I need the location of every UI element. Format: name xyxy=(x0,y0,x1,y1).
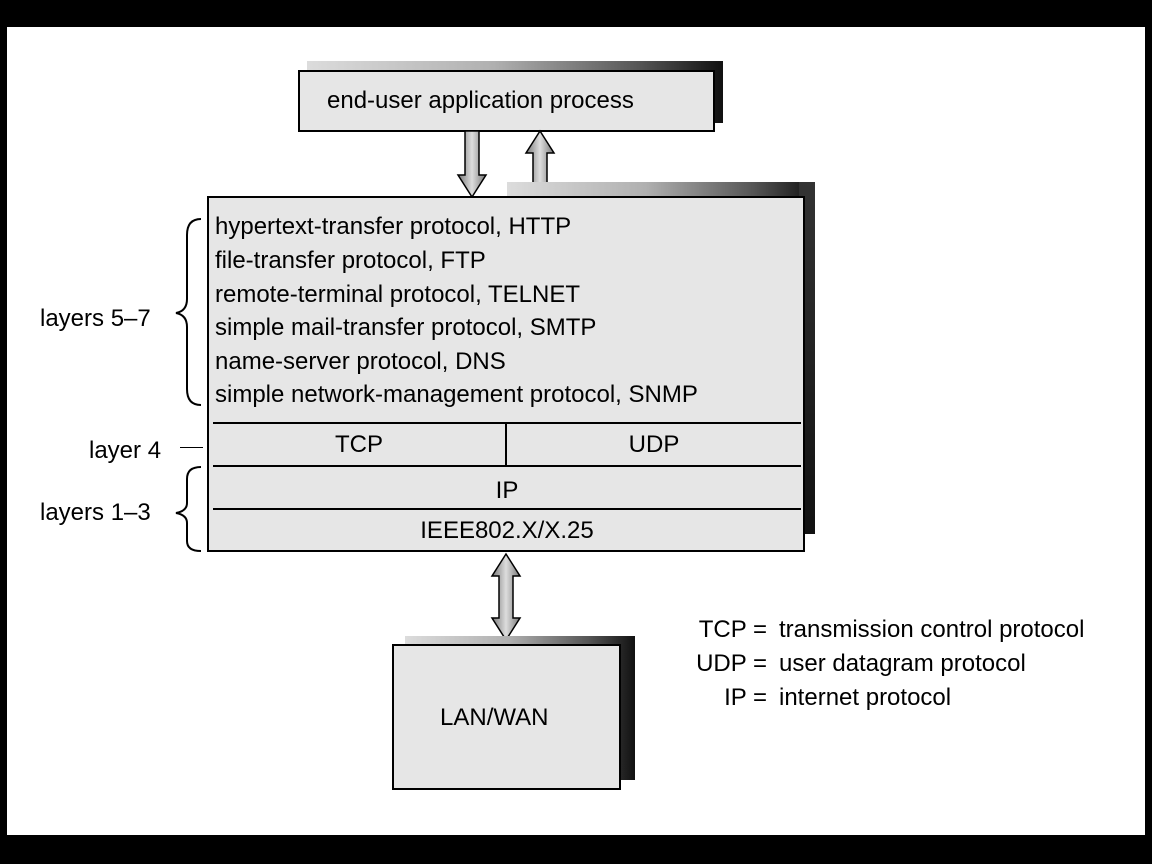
protocol-http: hypertext-transfer protocol, HTTP xyxy=(215,213,572,240)
bottom-box: LAN/WAN xyxy=(392,644,621,790)
legend-meaning-ip: internet protocol xyxy=(779,684,952,711)
protocol-dns: name-server protocol, DNS xyxy=(215,348,506,375)
divider-tcp-udp xyxy=(505,423,507,465)
bidirectional-arrow xyxy=(490,552,522,642)
label-layers-5-7: layers 5–7 xyxy=(40,305,151,332)
legend: TCP = transmission control protocol UDP … xyxy=(667,615,1137,715)
protocol-smtp: simple mail-transfer protocol, SMTP xyxy=(215,314,597,341)
network-ip: IP xyxy=(495,477,519,504)
top-box: end-user application process xyxy=(298,70,715,132)
protocol-ftp: file-transfer protocol, FTP xyxy=(215,247,486,274)
legend-meaning-tcp: transmission control protocol xyxy=(779,616,1085,643)
divider-transport-network xyxy=(213,465,801,467)
brace-layers-1-3 xyxy=(175,466,202,552)
protocol-snmp: simple network-management protocol, SNMP xyxy=(215,381,698,408)
legend-abbr-ip: IP = xyxy=(724,684,767,711)
protocol-stack: hypertext-transfer protocol, HTTP file-t… xyxy=(207,196,805,552)
divider-app-transport xyxy=(213,422,801,424)
top-box-label: end-user application process xyxy=(327,87,634,114)
legend-meaning-udp: user datagram protocol xyxy=(779,650,1026,677)
layer-4-tick xyxy=(180,447,203,448)
bottom-box-label: LAN/WAN xyxy=(440,704,549,731)
application-protocols: hypertext-transfer protocol, HTTP file-t… xyxy=(209,212,803,422)
divider-network-link xyxy=(213,508,801,510)
brace-layers-5-7 xyxy=(175,218,202,406)
link-ieee: IEEE802.X/X.25 xyxy=(420,517,594,544)
legend-abbr-tcp: TCP = xyxy=(698,616,767,643)
protocol-telnet: remote-terminal protocol, TELNET xyxy=(215,281,581,308)
transport-udp: UDP xyxy=(628,431,680,458)
label-layers-1-3: layers 1–3 xyxy=(40,499,151,526)
diagram-canvas: end-user application process hypertext-t… xyxy=(7,27,1145,835)
label-layer-4: layer 4 xyxy=(89,437,162,464)
legend-abbr-udp: UDP = xyxy=(696,650,767,677)
transport-tcp: TCP xyxy=(335,431,383,458)
down-arrow xyxy=(456,130,488,199)
